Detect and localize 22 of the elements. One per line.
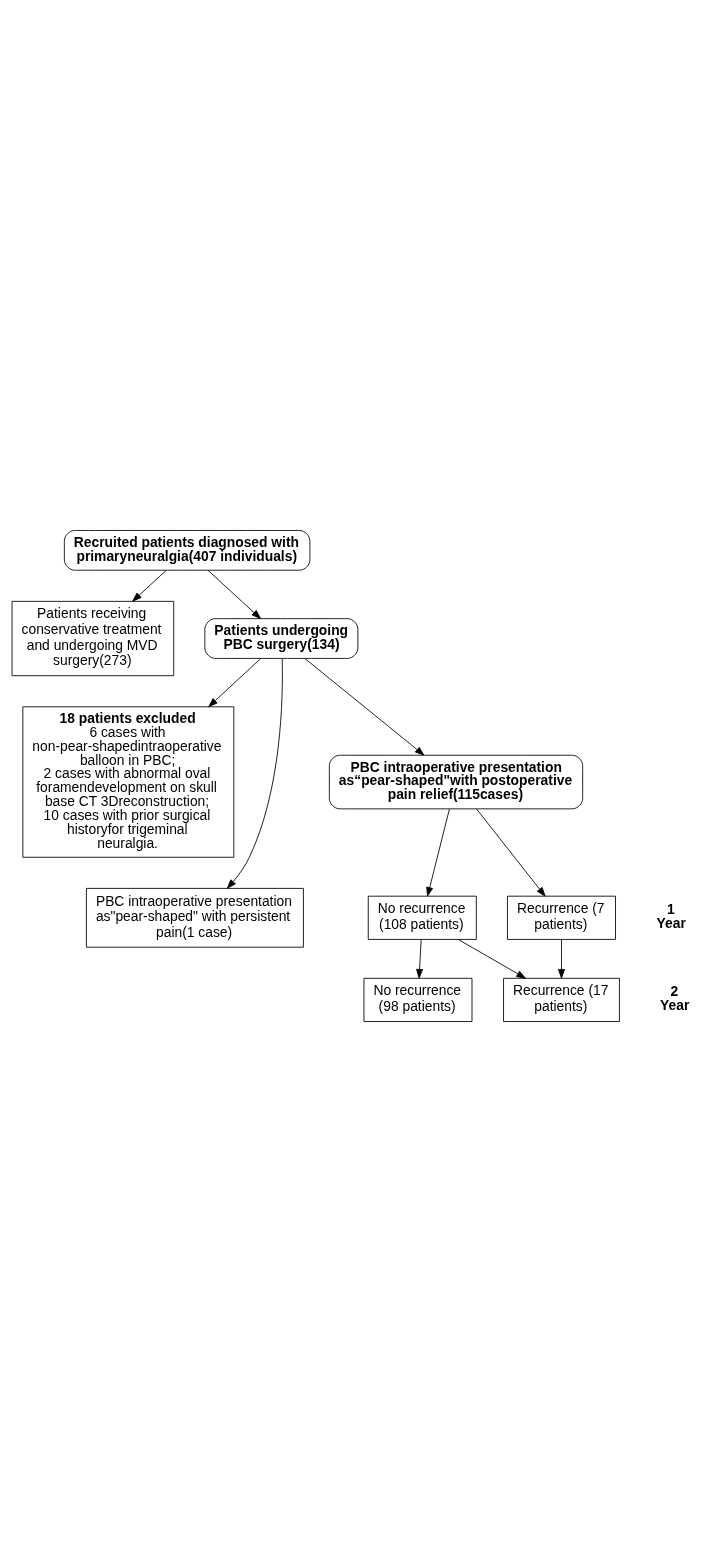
node-box: Recruited patients diagnosed with primaryneuralgia(407 individuals) xyxy=(63,529,311,571)
node-box: No recurrence (98 patients) xyxy=(363,977,473,1022)
arrow xyxy=(226,657,283,889)
node-box: Patients undergoing PBC surgery(134) xyxy=(204,617,359,659)
label: 1 Year xyxy=(656,900,686,931)
label: 2 Year xyxy=(660,982,690,1013)
arrow xyxy=(416,938,423,978)
arrow xyxy=(476,808,546,897)
arrow xyxy=(208,657,262,707)
arrow xyxy=(458,938,526,979)
arrow xyxy=(132,569,167,602)
node-box: PBC intraoperative presentation as“pear-shaped"with postoperative pain relief(115cases) xyxy=(328,754,584,809)
arrow xyxy=(426,808,450,897)
node-box: PBC intraoperative presentation as"pear-shaped" with persistent pain(1 case) xyxy=(85,887,304,948)
arrow xyxy=(558,938,565,978)
node-box: Patients receiving conservative treatment and undergoing MVD surgery(273) xyxy=(11,600,175,676)
node-box: No recurrence (108 patients) xyxy=(367,895,477,940)
arrow xyxy=(207,569,261,619)
arrow xyxy=(304,657,425,756)
node-box: Recurrence (17 patients) xyxy=(503,977,620,1022)
node-box: 18 patients excluded 6 cases with non-pear-shapedintraoperative balloon in PBC; 2 cases with abnormal oval foramendevelopment on skull base CT 3Dreconstruction; 10 cases with prior surgical historyfor trigeminal neuralgia. xyxy=(22,705,235,858)
node-box: Recurrence (7 patients) xyxy=(507,895,616,940)
